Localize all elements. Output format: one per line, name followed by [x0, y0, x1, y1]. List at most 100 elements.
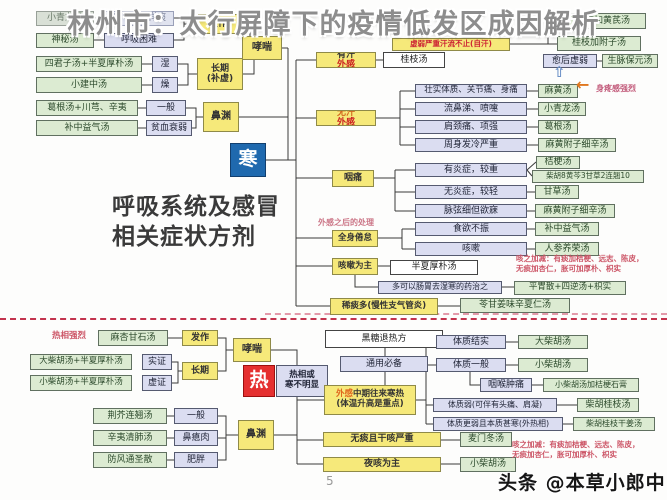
connector	[271, 349, 298, 365]
rx-banxia-houpo: 半夏厚朴汤	[390, 260, 478, 275]
rx-xiaojianzhong: 小建中汤	[36, 77, 142, 93]
connector	[238, 23, 251, 36]
sym-zhuangshi-guanjietong: 壮实体质、关节痛、身痛	[415, 84, 527, 98]
rx-gegentang: 葛根汤	[538, 120, 578, 134]
branch-wutan-ganke: 无痰且干咳严重	[323, 432, 441, 447]
cat-changqi-bottom: 长期	[182, 362, 218, 380]
cond-shizheng: 实证	[142, 354, 172, 370]
rx-pingweisan-sini-zhishi: 平胃散+四逆汤+枳实	[514, 281, 626, 295]
sym-wuyanzheng: 无炎症，较轻	[415, 185, 527, 199]
text-line: (补虚)	[206, 74, 234, 84]
cond-tongyong-bibei: 通用必备	[340, 356, 428, 372]
cat-fazuo-top: 发作	[198, 14, 238, 34]
connector	[218, 350, 227, 372]
rx-jingjie-lianqiao: 荆芥连翘汤	[93, 408, 167, 424]
rx-xiaochaihu-banxiahoupo: 小柴胡汤+半夏厚朴汤	[30, 375, 132, 391]
connector	[178, 63, 189, 86]
rx-maimendongtang: 麦门冬汤	[460, 432, 512, 447]
hub-han-cold: 寒	[230, 143, 266, 177]
connector	[186, 107, 197, 129]
text-line: 长期	[210, 63, 229, 74]
rx-dachaihu-banxiahoupo: 大柴胡汤+半夏厚朴汤	[30, 354, 132, 370]
cond-chuanming-shuiyangtan: 喘鸣、水样痰	[104, 11, 174, 26]
rx-jiegengtang: 桔梗汤	[536, 156, 580, 169]
rx-chaihu-guizhitang: 柴胡桂枝汤	[577, 398, 639, 412]
rx-mahuang-fuzi-xixin-2: 麻黄附子细辛汤	[535, 204, 615, 218]
rx-buzhongyiqi-2: 补中益气汤	[535, 222, 599, 236]
cat-biyuan-bottom: 鼻渊	[238, 420, 274, 450]
sym-youyanzheng: 有炎症，较重	[415, 163, 527, 177]
cond-huxikunnan: 呼吸困难	[104, 33, 174, 48]
branch-xitanduo: 稀痰多(慢性支气管炎)	[330, 298, 438, 315]
rx-xiaochaihutang-3: 小柴胡汤	[460, 457, 516, 472]
cond-zao: 燥	[152, 77, 178, 93]
rx-mahuang-fuzi-xixin-1: 麻黄附子细辛汤	[538, 138, 616, 152]
diagram-title: 呼吸系统及感冒 相关症状方剂	[112, 192, 280, 252]
rx-chaihu-huangqin-gancao-lianqiao: 柴胡8黄芩3甘草2连翘10	[532, 170, 644, 183]
rx-shenmitang: 神秘汤	[36, 33, 94, 48]
branch-kesou-weizhu: 咳嗽为主	[332, 258, 378, 275]
connector	[526, 161, 537, 171]
note-ke-jiajian-2: 咳之加减：有痰加桔梗、远志、陈皮， 无痰加杏仁，胀可加厚朴、枳实	[512, 440, 640, 459]
cond-feipang: 肥胖	[174, 452, 218, 468]
text-part: 外感	[336, 60, 355, 68]
rx-guizhitang: 桂枝汤	[383, 52, 445, 68]
rx-xiaochaihutang-2: 小柴胡汤	[518, 358, 588, 372]
rx-buzhongyiqi-top: 补中益气汤	[36, 120, 138, 136]
branch-yantong: 咽痛	[332, 170, 374, 187]
cond-rexiang-huo-han: 热相或寒不明显	[276, 365, 328, 397]
page-number: 5	[326, 474, 334, 488]
text-line: 热相或	[289, 370, 315, 381]
watermark: 头条 @本草小郎中	[498, 472, 666, 494]
sym-zhoushen-faleng: 周身发冷严重	[415, 138, 527, 152]
rx-linggan-jiangwei-xinxiaren: 苓甘姜味辛夏仁汤	[460, 298, 570, 313]
cond-changwei-qushihan: 多可以肠胃去湿寒的药治之	[378, 281, 502, 294]
text-part: 有汗	[336, 52, 355, 60]
note-shenteng-qianglie: 身疼感强烈	[596, 84, 636, 93]
rx-gegen-chuanxiong-xinyi: 葛根汤+川芎、辛夷	[36, 100, 138, 116]
connector	[218, 337, 233, 351]
cond-yiban-top: 一般	[146, 100, 186, 116]
branch-quanshen-juandai: 全身倦怠	[332, 230, 378, 247]
connector	[243, 60, 255, 75]
rx-gancaotang: 甘草汤	[535, 185, 579, 199]
text-part: 无汗	[336, 110, 355, 118]
branch-yeke-weizhu: 夜咳为主	[323, 457, 441, 472]
note-rexiang-qianglie: 热相强烈	[52, 331, 87, 341]
connector	[354, 275, 378, 288]
text-part: 外感	[335, 389, 353, 400]
connector	[174, 17, 185, 41]
text-line: (体温升高是重点)	[336, 399, 403, 410]
cond-pinxue-shuairuo: 贫血衰弱	[146, 120, 192, 136]
note-waigan-zhihou-chuli: 外感之后的处理	[318, 218, 374, 227]
sym-tizhi-ruo: 体质弱(可伴有头痛、肩凝)	[433, 398, 557, 412]
connector	[172, 361, 179, 384]
branch-wuhan-waigan: 无汗外感	[316, 110, 376, 126]
text-part: 外感	[336, 118, 355, 126]
hub-re-heat: 热	[243, 365, 275, 397]
rx-mahuangtang: 麻黄汤	[538, 84, 578, 98]
rx-chaihu-guizhi-ganjiang: 柴胡桂枝干姜汤	[573, 417, 655, 431]
rx-shengmai-baoyuan: 生脉保元汤	[602, 54, 658, 68]
title-overlay: 林州市：太行屏障下的疫情低发区成因解析	[67, 9, 600, 40]
rx-xinyi-qingfei: 辛夷清肺汤	[93, 430, 167, 446]
cond-yiban-bottom: 一般	[174, 408, 218, 424]
text-line: 寒不明显	[284, 380, 319, 390]
diagram-title-line1: 呼吸系统及感冒	[112, 193, 280, 220]
cat-biyuan-top: 鼻渊	[203, 102, 239, 132]
connector	[469, 372, 480, 386]
sym-tizhi-yiban: 体质一般	[436, 358, 506, 372]
rx-maxing-ganshi: 麻杏甘石汤	[98, 330, 168, 346]
rx-xiaochaihu-jiegeng-shigao: 小柴胡汤加桔梗石膏	[543, 378, 639, 392]
rx-dachaihutang: 大柴胡汤	[518, 335, 588, 349]
rx-guizhi-jia-fuzi: 桂枝加附子汤	[557, 36, 641, 51]
sym-maixianxi-yumei: 脉弦细但欲寐	[415, 204, 527, 218]
connector	[510, 20, 560, 45]
cond-shi: 湿	[152, 56, 178, 72]
branch-youhan-waigan: 有汗外感	[316, 52, 376, 68]
connector	[526, 169, 533, 177]
note-ke-jiajian-1: 咳之加减：有痰加桔梗、远志、陈皮， 无痰加杏仁，胀可加厚朴、枳实	[516, 254, 644, 273]
rx-heitang-tuirefang: 黑糖退热方	[325, 330, 443, 348]
